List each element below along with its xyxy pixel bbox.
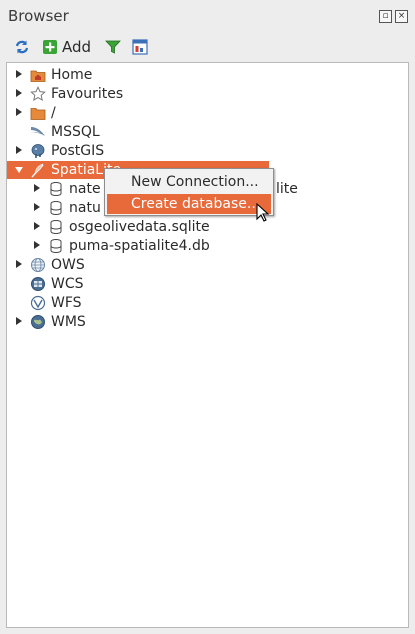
tree-item-label: WFS	[51, 294, 82, 311]
tree-item-label: PostGIS	[51, 142, 105, 159]
expand-arrow-icon[interactable]	[34, 222, 40, 230]
expand-arrow-icon[interactable]	[16, 317, 22, 325]
collapse-arrow-icon[interactable]	[15, 167, 23, 173]
expand-arrow-icon[interactable]	[16, 260, 22, 268]
tree-item-label: WCS	[51, 275, 84, 292]
tree-item-db[interactable]: osgeolivedata.sqlite	[34, 217, 210, 236]
mouse-pointer-icon	[256, 203, 270, 222]
context-menu: New Connection... Create database...	[104, 168, 274, 216]
expand-arrow-icon[interactable]	[34, 241, 40, 249]
tree-item-wms[interactable]: WMS	[16, 312, 86, 331]
tree-item-wfs[interactable]: WFS	[30, 293, 82, 312]
tree-item-favourites[interactable]: Favourites	[16, 84, 123, 103]
window-title: Browser	[8, 7, 69, 25]
tree-item-ows[interactable]: OWS	[16, 255, 85, 274]
tree-item-label: Favourites	[51, 85, 124, 102]
mssql-icon	[31, 126, 45, 136]
filter-button[interactable]	[105, 37, 121, 57]
wms-globe-icon	[31, 314, 45, 329]
refresh-button[interactable]	[14, 37, 30, 57]
expand-arrow-icon[interactable]	[16, 70, 22, 78]
add-icon	[43, 40, 57, 54]
database-icon	[50, 181, 62, 196]
tree-item-label: /	[51, 104, 56, 121]
tree-item-db[interactable]: natu	[34, 198, 101, 217]
expand-arrow-icon[interactable]	[16, 146, 22, 154]
dock-title-bar: Browser ▫ ×	[0, 0, 415, 32]
tree-item-spatialite[interactable]: SpatiaLite	[15, 160, 122, 179]
home-folder-icon	[30, 70, 46, 82]
close-window-icon[interactable]: ×	[395, 10, 408, 23]
refresh-icon	[15, 40, 29, 54]
wcs-globe-icon	[31, 276, 45, 291]
menu-item-new-connection[interactable]: New Connection...	[131, 174, 259, 190]
properties-icon	[132, 39, 148, 55]
menu-item-create-database[interactable]: Create database...	[107, 194, 271, 214]
expand-arrow-icon[interactable]	[16, 89, 22, 97]
database-icon	[50, 238, 62, 253]
globe-icon	[31, 257, 45, 272]
browser-tree-panel[interactable]	[6, 62, 409, 628]
tree-item-home[interactable]: Home	[16, 65, 92, 84]
tree-item-label: osgeolivedata.sqlite	[69, 218, 210, 235]
database-icon	[50, 219, 62, 234]
tree-item-label: Home	[51, 66, 93, 83]
expand-arrow-icon[interactable]	[16, 108, 22, 116]
tree-item-wcs[interactable]: WCS	[30, 274, 84, 293]
tree-item-label: natu	[69, 199, 101, 216]
tree-item-mssql[interactable]: MSSQL	[30, 122, 100, 141]
browser-toolbar: Add	[0, 34, 415, 60]
add-button-label: Add	[62, 38, 92, 56]
database-icon	[50, 200, 62, 215]
postgis-elephant-icon	[31, 143, 45, 158]
tree-item-postgis[interactable]: PostGIS	[16, 141, 104, 160]
wfs-globe-icon	[30, 295, 46, 310]
tree-item-label: OWS	[51, 256, 85, 273]
star-icon	[30, 85, 46, 101]
tree-item-label: nate	[69, 180, 101, 197]
float-window-icon[interactable]: ▫	[379, 10, 392, 23]
tree-item-root[interactable]: /	[16, 103, 56, 122]
expand-arrow-icon[interactable]	[34, 203, 40, 211]
filter-icon	[105, 40, 121, 54]
folder-icon	[30, 107, 46, 120]
tree-item-label: puma-spatialite4.db	[69, 237, 210, 254]
expand-arrow-icon[interactable]	[34, 184, 40, 192]
tree-item-db[interactable]: puma-spatialite4.db	[34, 236, 210, 255]
tree-item-label: SpatiaLite	[51, 161, 122, 178]
tree-item-db[interactable]: nate	[34, 179, 101, 198]
properties-button[interactable]	[132, 37, 148, 57]
add-button[interactable]: Add	[42, 37, 91, 57]
tree-item-label: MSSQL	[51, 123, 100, 140]
tree-item-label-tail: lite	[276, 180, 298, 197]
tree-item-label: WMS	[51, 313, 86, 330]
spatialite-feather-icon	[31, 163, 44, 177]
